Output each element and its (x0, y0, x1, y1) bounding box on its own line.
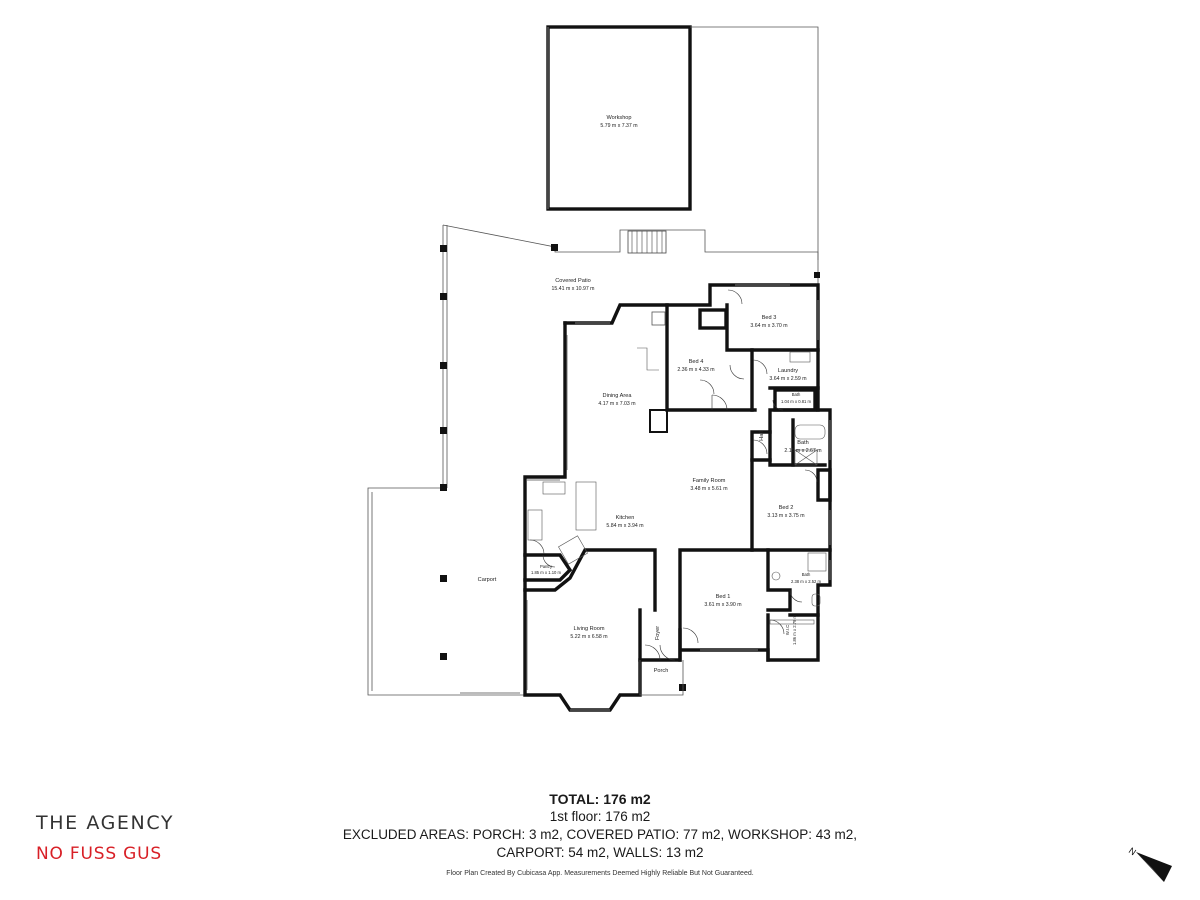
room-label-bath-small: Bath (792, 392, 801, 397)
room-label-bed2: Bed 2 (779, 505, 794, 511)
room-label-bed1: Bed 1 (716, 594, 731, 600)
brand-subtitle: NO FUSS GUS (36, 844, 162, 864)
room-dims-living: 5.22 m x 6.58 m (570, 634, 607, 640)
room-label-dining: Dining Area (603, 393, 633, 399)
house-walls (523, 283, 832, 712)
room-dims-wic: 1.86 m x 2.79 m (792, 614, 797, 645)
windows (526, 284, 831, 711)
room-label-carport: Carport (478, 577, 497, 583)
room-dims-bath-main: 2.15 m x 2.67 m (784, 448, 821, 454)
brand-block: THE AGENCY NO FUSS GUS (36, 812, 174, 864)
room-label-ensuite: Bath (802, 572, 811, 577)
room-dims-bed1: 3.61 m x 3.90 m (704, 602, 741, 608)
workshop (546, 25, 819, 260)
room-dims-ensuite: 2.38 m x 2.52 m (791, 579, 822, 584)
north-arrow-icon: N (1127, 845, 1172, 882)
room-dims-bath-small: 1.04 m x 0.81 m (781, 399, 812, 404)
room-labels: Workshop 5.79 m x 7.37 m Covered Patio 1… (478, 115, 822, 674)
fixtures (527, 347, 827, 625)
room-label-bath-main: Bath (797, 440, 809, 446)
north-label: N (1127, 845, 1138, 857)
room-label-wic: W.I.C (785, 625, 790, 635)
room-dims-laundry: 3.64 m x 2.59 m (769, 376, 806, 382)
room-dims-bed4: 2.36 m x 4.33 m (677, 367, 714, 373)
room-label-covered-patio: Covered Patio (555, 278, 590, 284)
area-summary: TOTAL: 176 m2 1st floor: 176 m2 EXCLUDED… (300, 790, 900, 877)
room-label-kitchen: Kitchen (616, 515, 635, 521)
excluded-areas-line-2: CARPORT: 54 m2, WALLS: 13 m2 (496, 845, 704, 860)
credit-note: Floor Plan Created By Cubicasa App. Meas… (446, 870, 754, 877)
room-label-bed3: Bed 3 (762, 315, 777, 321)
posts (440, 244, 820, 691)
carport (367, 487, 525, 696)
room-dims-kitchen: 5.84 m x 3.94 m (606, 523, 643, 529)
room-label-foyer: Foyer (655, 626, 661, 640)
total-area: TOTAL: 176 m2 (549, 791, 651, 807)
room-dims-family: 3.48 m x 5.61 m (690, 486, 727, 492)
room-label-family: Family Room (693, 478, 726, 484)
room-label-workshop: Workshop (606, 115, 631, 121)
excluded-areas-line-1: EXCLUDED AREAS: PORCH: 3 m2, COVERED PAT… (342, 827, 858, 842)
room-dims-bed3: 3.64 m x 3.70 m (750, 323, 787, 329)
doors (529, 289, 818, 661)
room-dims-dining: 4.17 m x 7.03 m (598, 401, 635, 407)
floor-area: 1st floor: 176 m2 (549, 809, 651, 824)
room-dims-workshop: 5.79 m x 7.37 m (600, 123, 637, 129)
room-label-pantry: Pantry (540, 564, 553, 569)
brand-name: THE AGENCY (36, 812, 175, 834)
room-dims-pantry: 1.85 m x 1.10 m (531, 570, 562, 575)
covered-patio (442, 224, 819, 488)
room-dims-bed2: 3.13 m x 3.75 m (767, 513, 804, 519)
room-label-hall: Hall (759, 431, 765, 441)
room-label-bed4: Bed 4 (689, 359, 704, 365)
room-label-porch: Porch (654, 668, 669, 674)
room-label-living: Living Room (573, 626, 604, 632)
room-label-laundry: Laundry (778, 368, 798, 374)
room-dims-covered-patio: 15.41 m x 10.97 m (552, 286, 595, 292)
